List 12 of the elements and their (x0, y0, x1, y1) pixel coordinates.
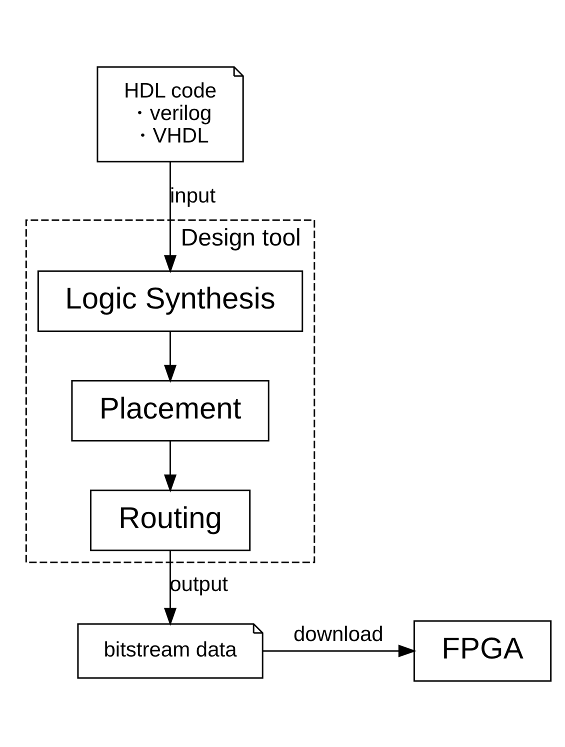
arrow (262, 644, 416, 657)
arrow (164, 161, 177, 273)
edge-label: download (293, 622, 384, 646)
node-box: Routing (90, 489, 251, 551)
node-box: Placement (71, 380, 270, 442)
arrow (164, 550, 177, 626)
edge-label: input (170, 184, 216, 207)
node-box: FPGA (413, 620, 552, 682)
arrow (164, 330, 177, 382)
edge-label: output (170, 572, 228, 596)
arrow (164, 440, 177, 492)
node-box: Logic Synthesis (37, 270, 304, 332)
